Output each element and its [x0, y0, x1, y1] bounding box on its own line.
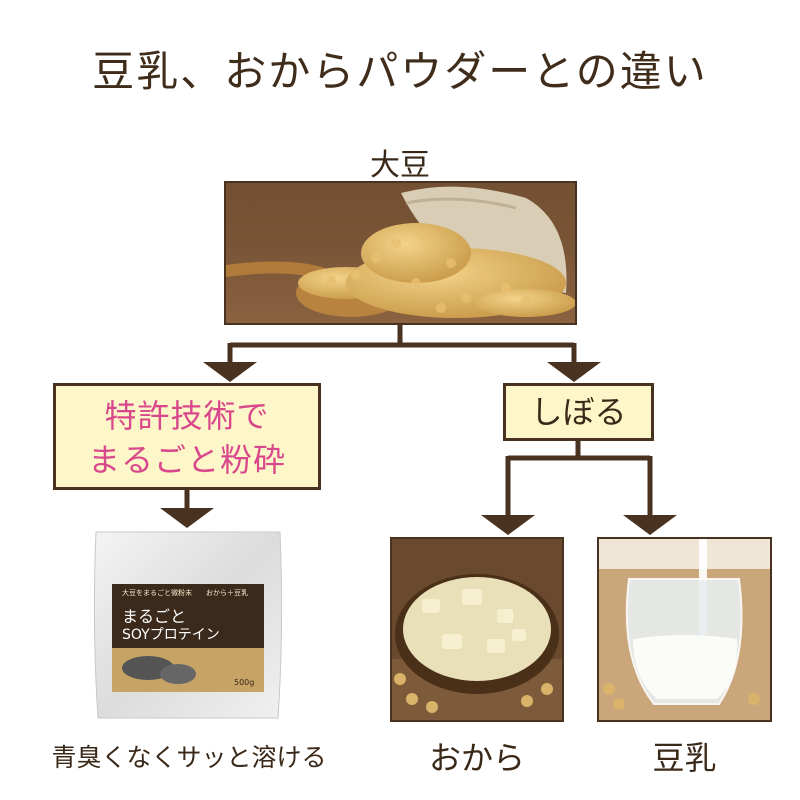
- arrow-head-package: [160, 508, 214, 528]
- process-line-1: 特許技術で: [104, 397, 270, 435]
- package-brand: 大豆をまるごと微粉末: [122, 589, 192, 597]
- patented-grinding-box: 特許技術で まるごと粉砕: [53, 383, 321, 490]
- arrow-head-right: [547, 362, 601, 382]
- package-shape: [93, 531, 283, 719]
- okara-caption: おから: [428, 739, 525, 777]
- arrow-head-left: [203, 362, 257, 382]
- press-box: しぼる: [503, 383, 654, 441]
- package-name-line1: まるごと: [122, 607, 187, 626]
- page-title: 豆乳、おからパウダーとの違い: [92, 47, 708, 96]
- soybean-photo: [224, 181, 577, 325]
- soybean-illustration: [226, 183, 575, 323]
- soymilk-illustration: [599, 539, 770, 720]
- soymilk-photo: [597, 537, 772, 722]
- okara-illustration: [392, 539, 562, 720]
- soybean-label: 大豆: [370, 148, 430, 183]
- process-line-2: まるごと粉砕: [87, 441, 286, 479]
- okara-photo: [390, 537, 564, 722]
- press-label: しぼる: [530, 393, 627, 431]
- soy-protein-package: 大豆をまるごと微粉末 おから＋豆乳 まるごと SOYプロテイン 500g: [88, 528, 288, 723]
- package-caption: 青臭くなくサッと溶ける: [51, 743, 327, 772]
- soymilk-caption: 豆乳: [652, 739, 717, 777]
- package-weight: 500g: [234, 678, 255, 687]
- arrow-head-soymilk: [623, 515, 677, 535]
- package-name-line2: SOYプロテイン: [122, 627, 220, 643]
- package-tagline: おから＋豆乳: [206, 589, 248, 597]
- arrow-head-okara: [481, 515, 535, 535]
